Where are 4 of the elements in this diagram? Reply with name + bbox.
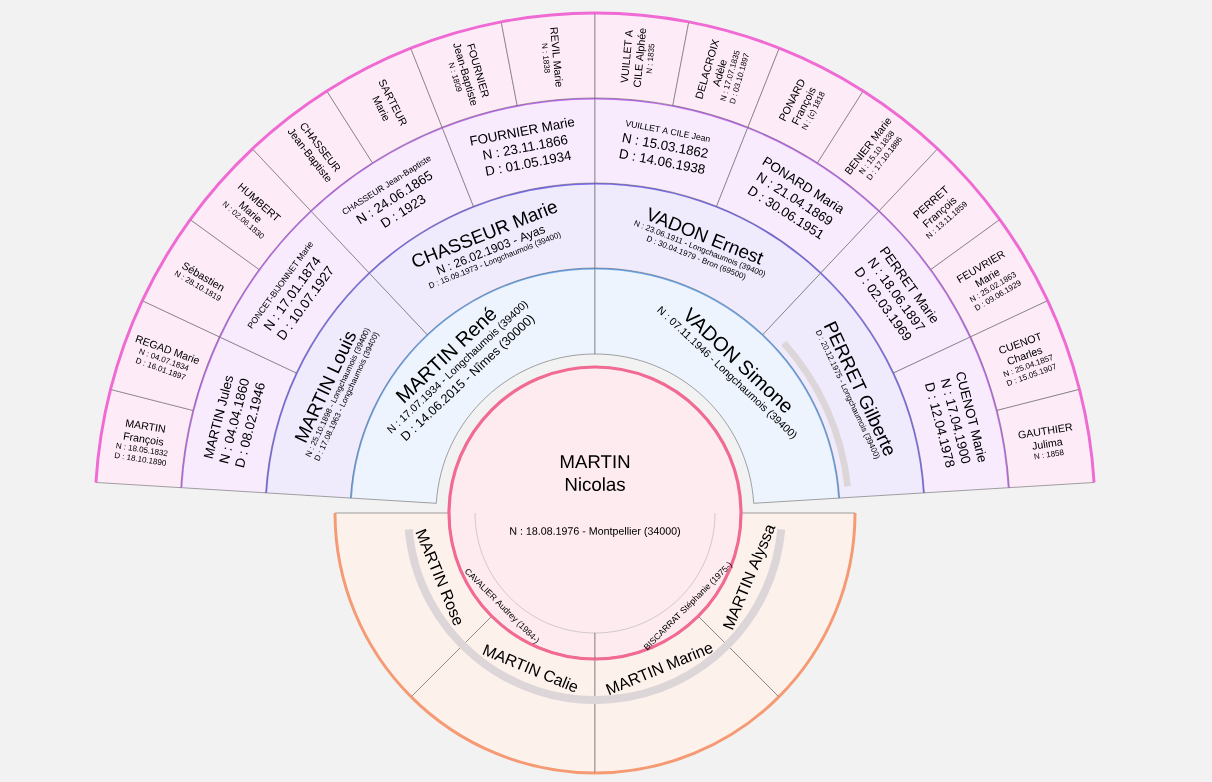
ancestor-segment: GAUTHIER Julima N : 1858 (996, 389, 1096, 488)
ancestor-segment: REVIL Marie N : 1838 (500, 11, 596, 106)
ancestor-segment: MARTIN François N : 18.05.1832 D : 18.10.1890 (94, 389, 194, 488)
ancestor-segment: VUILLET A CILE Alphée N : 1835 (594, 11, 690, 106)
